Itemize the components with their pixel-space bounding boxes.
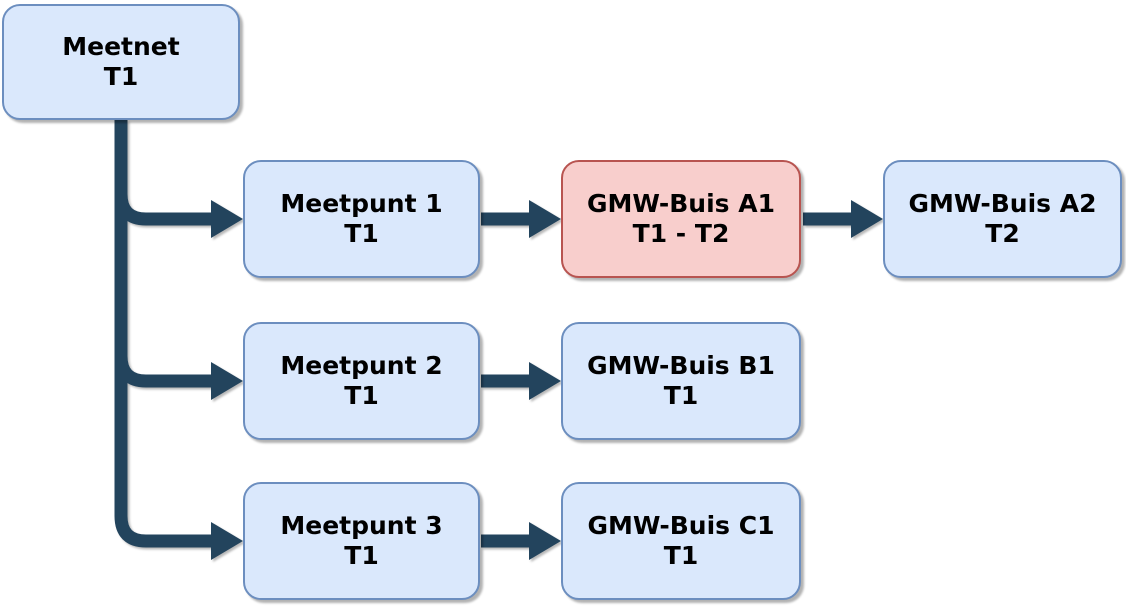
node-meetpunt-3: Meetpunt 3 T1: [243, 482, 480, 600]
node-meetpunt-2-label: Meetpunt 2: [280, 351, 443, 380]
node-meetpunt-2: Meetpunt 2 T1: [243, 322, 480, 440]
arrowhead-meetpunt-3-gmw-buis-c1: [529, 522, 561, 560]
node-meetnet-sublabel: T1: [103, 62, 139, 91]
node-gmw-buis-a2: GMW-Buis A2 T2: [883, 160, 1122, 278]
node-gmw-buis-a1: GMW-Buis A1 T1 - T2: [561, 160, 801, 278]
arrowhead-gmw-buis-a1-gmw-buis-a2: [851, 200, 883, 238]
node-meetpunt-3-sublabel: T1: [344, 541, 379, 570]
edge-meetnet-meetpunt-2: [114, 120, 215, 388]
node-meetnet: Meetnet T1: [2, 4, 240, 120]
node-gmw-buis-c1: GMW-Buis C1 T1: [561, 482, 801, 600]
node-gmw-buis-b1: GMW-Buis B1 T1: [561, 322, 801, 440]
node-meetpunt-1: Meetpunt 1 T1: [243, 160, 480, 278]
arrowhead-meetpunt-1-gmw-buis-a1: [529, 200, 561, 238]
node-meetpunt-1-label: Meetpunt 1: [280, 189, 443, 218]
node-meetnet-label: Meetnet: [62, 32, 180, 61]
arrowhead-meetnet-meetpunt-2: [211, 362, 243, 400]
node-gmw-buis-c1-label: GMW-Buis C1: [587, 511, 775, 540]
node-gmw-buis-b1-label: GMW-Buis B1: [587, 351, 775, 380]
node-gmw-buis-c1-sublabel: T1: [663, 541, 699, 570]
node-meetpunt-2-sublabel: T1: [344, 381, 379, 410]
node-gmw-buis-b1-sublabel: T1: [663, 381, 699, 410]
node-gmw-buis-a2-label: GMW-Buis A2: [908, 189, 1097, 218]
arrowhead-meetpunt-2-gmw-buis-b1: [529, 362, 561, 400]
node-gmw-buis-a1-sublabel: T1 - T2: [632, 219, 730, 248]
edge-meetnet-meetpunt-1: [114, 120, 215, 226]
arrowhead-meetnet-meetpunt-3: [211, 522, 243, 560]
node-meetpunt-3-label: Meetpunt 3: [280, 511, 443, 540]
node-meetpunt-1-sublabel: T1: [344, 219, 379, 248]
node-gmw-buis-a2-sublabel: T2: [985, 219, 1020, 248]
node-gmw-buis-a1-label: GMW-Buis A1: [587, 189, 775, 218]
edge-meetnet-meetpunt-3: [114, 120, 215, 548]
arrowhead-meetnet-meetpunt-1: [211, 200, 243, 238]
